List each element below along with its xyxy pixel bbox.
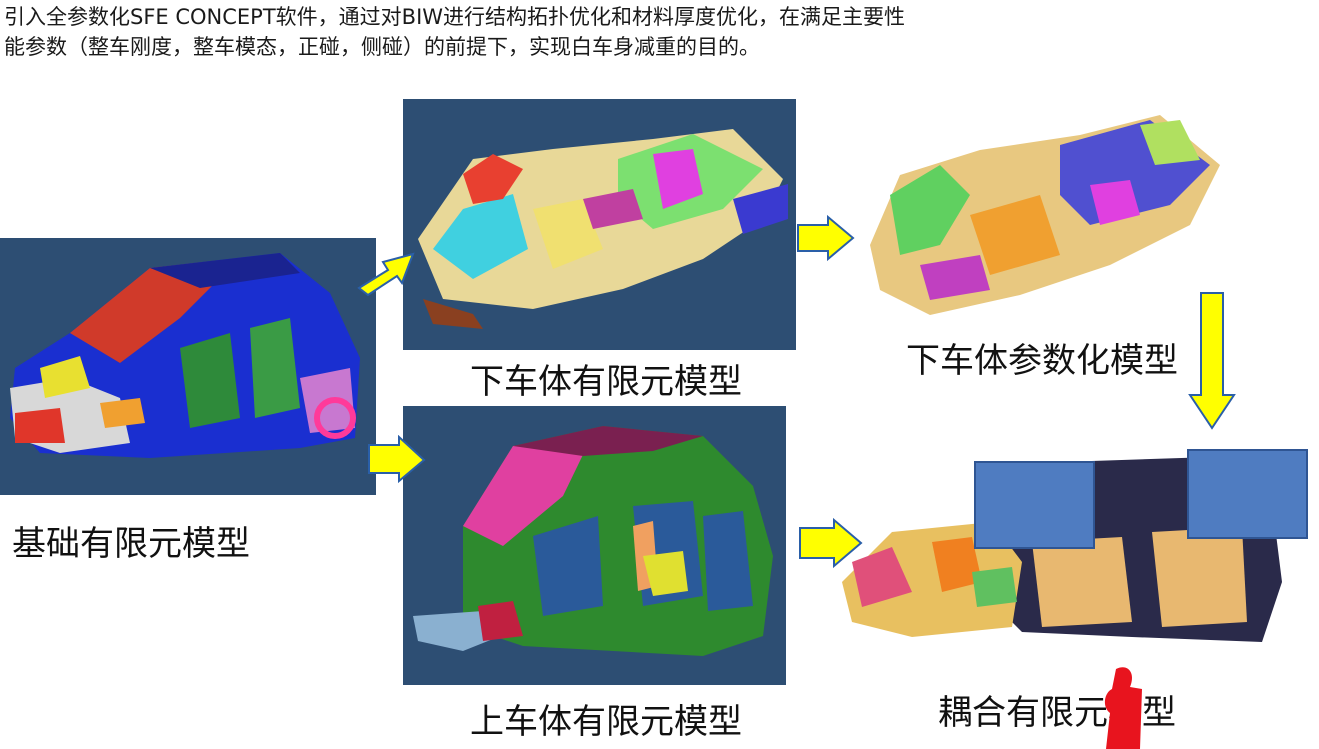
overlay-box-left xyxy=(974,461,1095,549)
label-lower-param: 下车体参数化模型 xyxy=(906,341,1178,381)
label-lower-fe: 下车体有限元模型 xyxy=(470,362,742,402)
label-base-model: 基础有限元模型 xyxy=(12,524,250,564)
lower-body-fe-image xyxy=(403,99,796,350)
arrow-param-to-coupled-icon xyxy=(1188,292,1236,430)
base-model-image xyxy=(0,238,376,495)
red-decoration-icon xyxy=(1104,667,1142,749)
intro-text: 引入全参数化SFE CONCEPT软件，通过对BIW进行结构拓扑优化和材料厚度优… xyxy=(4,2,1304,62)
arrow-base-to-lower-icon xyxy=(357,252,415,297)
intro-line-2: 能参数（整车刚度，整车模态，正碰，侧碰）的前提下，实现白车身减重的目的。 xyxy=(4,35,760,59)
arrow-lower-to-param-icon xyxy=(797,214,855,262)
intro-line-1: 引入全参数化SFE CONCEPT软件，通过对BIW进行结构拓扑优化和材料厚度优… xyxy=(4,5,906,29)
arrow-base-to-upper-icon xyxy=(368,435,426,484)
overlay-box-right xyxy=(1187,449,1308,539)
upper-body-fe-image xyxy=(403,406,786,685)
arrow-upper-to-coupled-icon xyxy=(799,517,863,569)
lower-body-param-image xyxy=(860,105,1225,320)
label-upper-fe: 上车体有限元模型 xyxy=(470,702,742,742)
